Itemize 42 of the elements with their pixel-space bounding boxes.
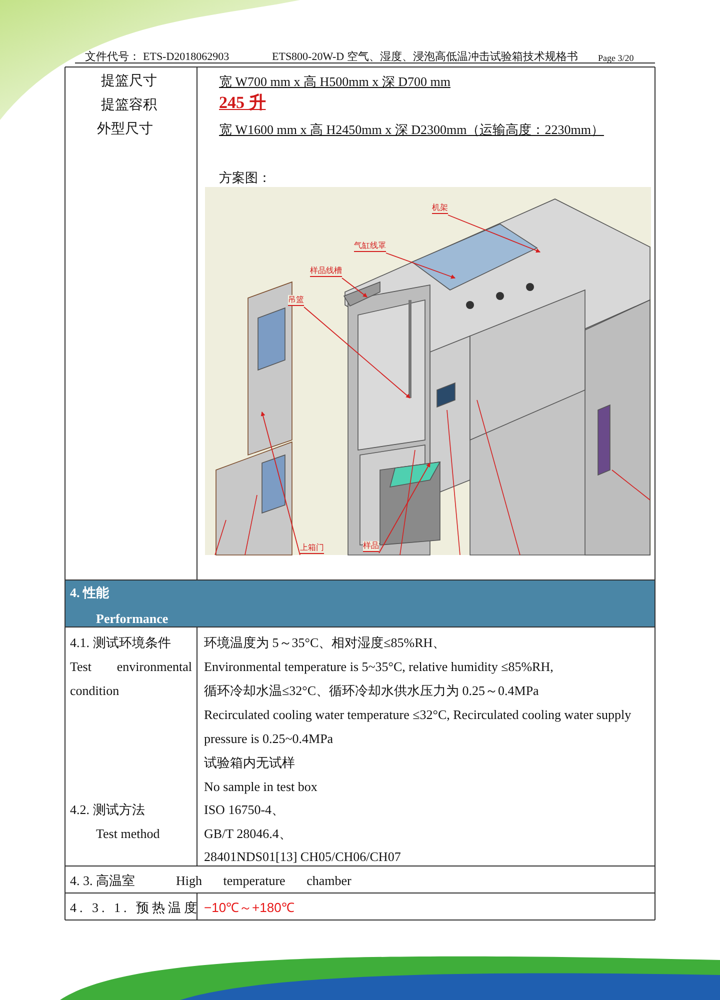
spec-value: 宽 W1600 mm x 高 H2450mm x 深 D2300mm（运输高度：2230mm）: [219, 121, 604, 139]
section-heading: 4. 性能: [70, 584, 109, 602]
spec-label: 提篮容积: [101, 96, 157, 115]
spec-value: High temperature chamber: [176, 872, 352, 890]
header-text: ETS-D2018062903: [143, 50, 230, 65]
leader-line: [378, 462, 430, 554]
leader-line: [386, 252, 456, 279]
callout-label: 上箱门: [300, 543, 324, 554]
callout-label: 吊篮: [288, 295, 304, 306]
spec-value: 245 升: [219, 92, 266, 114]
spec-value: 试验箱内无试样: [204, 754, 295, 772]
document-title: ETS800-20W-D 空气、湿度、浸泡高低温冲击试验箱技术规格书: [272, 50, 578, 65]
header-text: Page 3/20: [598, 52, 634, 65]
leader-line: [448, 214, 541, 253]
header-text: 文件代号：: [85, 50, 140, 65]
callout-label: 样品: [363, 541, 379, 552]
spec-label: 提篮尺寸: [101, 72, 157, 91]
leader-line: [304, 306, 410, 398]
callout-label: 机架: [432, 203, 448, 214]
leader-line: [260, 411, 300, 556]
callout-label: 样品线槽: [310, 266, 342, 277]
spec-value: GB/T 28046.4、: [204, 825, 292, 843]
spec-value: 方案图：: [219, 169, 271, 187]
spec-value: 28401NDS01[13] CH05/CH06/CH07: [204, 848, 401, 866]
section-heading: Performance: [96, 610, 168, 628]
spec-label: 4.2. 测试方法: [70, 801, 145, 819]
callout-label: 气缸线罩: [354, 241, 386, 252]
spec-label: 4. 3. 1. 预热温度: [70, 899, 200, 917]
spec-label: 4.1. 测试环境条件: [70, 634, 171, 652]
spec-value: Environmental temperature is 5~35°C, relative humidity ≤85%RH,: [204, 658, 554, 676]
spec-value: 宽 W700 mm x 高 H500mm x 深 D700 mm: [219, 73, 450, 91]
spec-value: −10℃～+180℃: [204, 899, 294, 917]
spec-value: 循环冷却水温≤32°C、循环冷却水供水压力为 0.25～0.4MPa: [204, 682, 539, 700]
spec-label: 4. 3. 高温室: [70, 872, 135, 890]
spec-label: 外型尺寸: [97, 120, 153, 139]
spec-value: Recirculated cooling water temperature ≤32°C, Recirculated cooling water supply pressure is 0.25~0.4MPa: [204, 706, 632, 748]
spec-value: 环境温度为 5～35°C、相对湿度≤85%RH、: [204, 634, 446, 652]
spec-value: ISO 16750-4、: [204, 801, 285, 819]
leader-line: [342, 278, 368, 298]
spec-label: Test environmental condition: [70, 658, 192, 700]
spec-value: No sample in test box: [204, 778, 318, 796]
spec-label: Test method: [96, 825, 160, 843]
